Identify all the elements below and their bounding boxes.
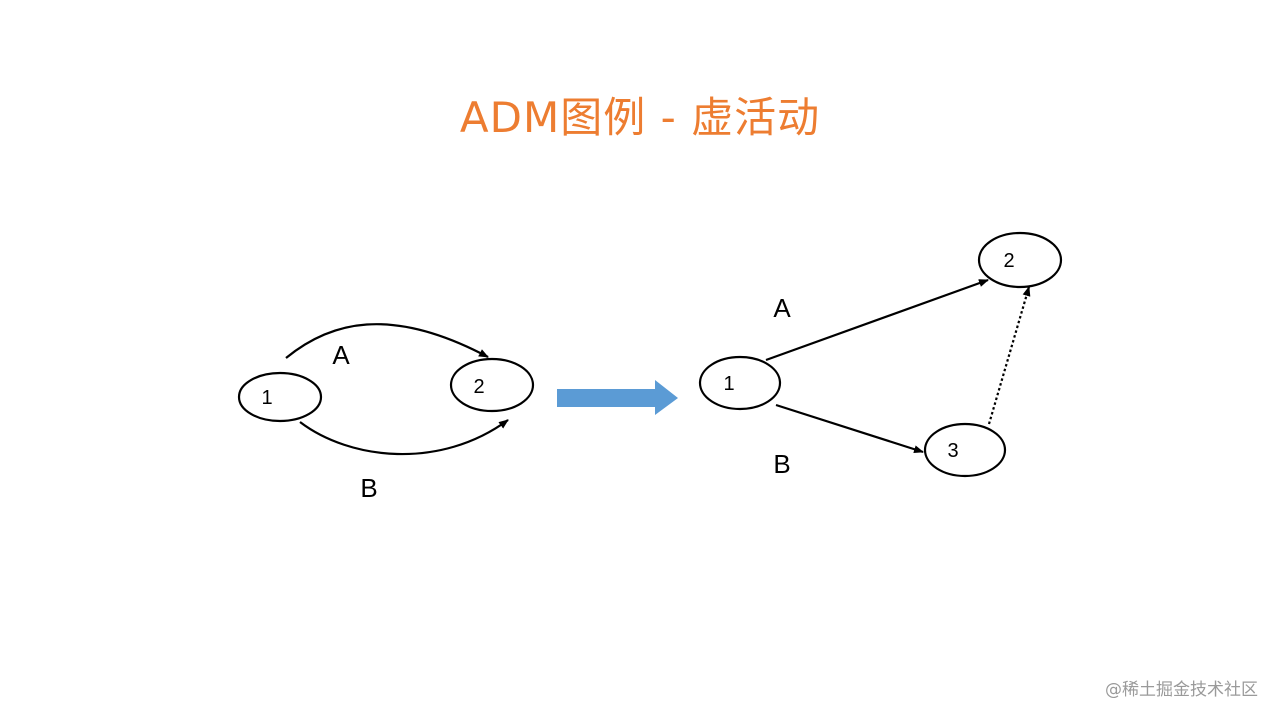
- left-edge-b: [299, 419, 509, 456]
- right-node-2-label: 2: [1003, 250, 1014, 272]
- right-node-3-label: 3: [947, 440, 958, 462]
- left-diagram: 1 2 A B: [237, 323, 535, 503]
- watermark: @稀土掘金技术社区: [1105, 680, 1258, 700]
- slide-title: ADM图例 - 虚活动: [459, 93, 821, 142]
- left-edge-a-label: A: [332, 340, 350, 370]
- right-edge-b: [775, 403, 924, 454]
- right-node-2: [977, 231, 1063, 289]
- left-node-2: [449, 357, 535, 413]
- right-edge-a-label: A: [773, 293, 791, 323]
- right-arrow-icon: [557, 380, 678, 415]
- right-node-1: [698, 355, 782, 411]
- right-node-1-label: 1: [723, 373, 734, 395]
- right-edge-a: [765, 278, 989, 362]
- left-edge-b-label: B: [360, 473, 377, 503]
- right-edge-b-label: B: [773, 449, 790, 479]
- right-node-3: [923, 422, 1007, 478]
- left-node-1-label: 1: [261, 387, 272, 409]
- right-diagram: 1 2 3 A B: [698, 231, 1063, 479]
- left-node-2-label: 2: [473, 376, 484, 398]
- left-edge-a: [285, 323, 489, 359]
- left-node-1: [237, 371, 323, 423]
- right-dummy-edge: [987, 286, 1031, 425]
